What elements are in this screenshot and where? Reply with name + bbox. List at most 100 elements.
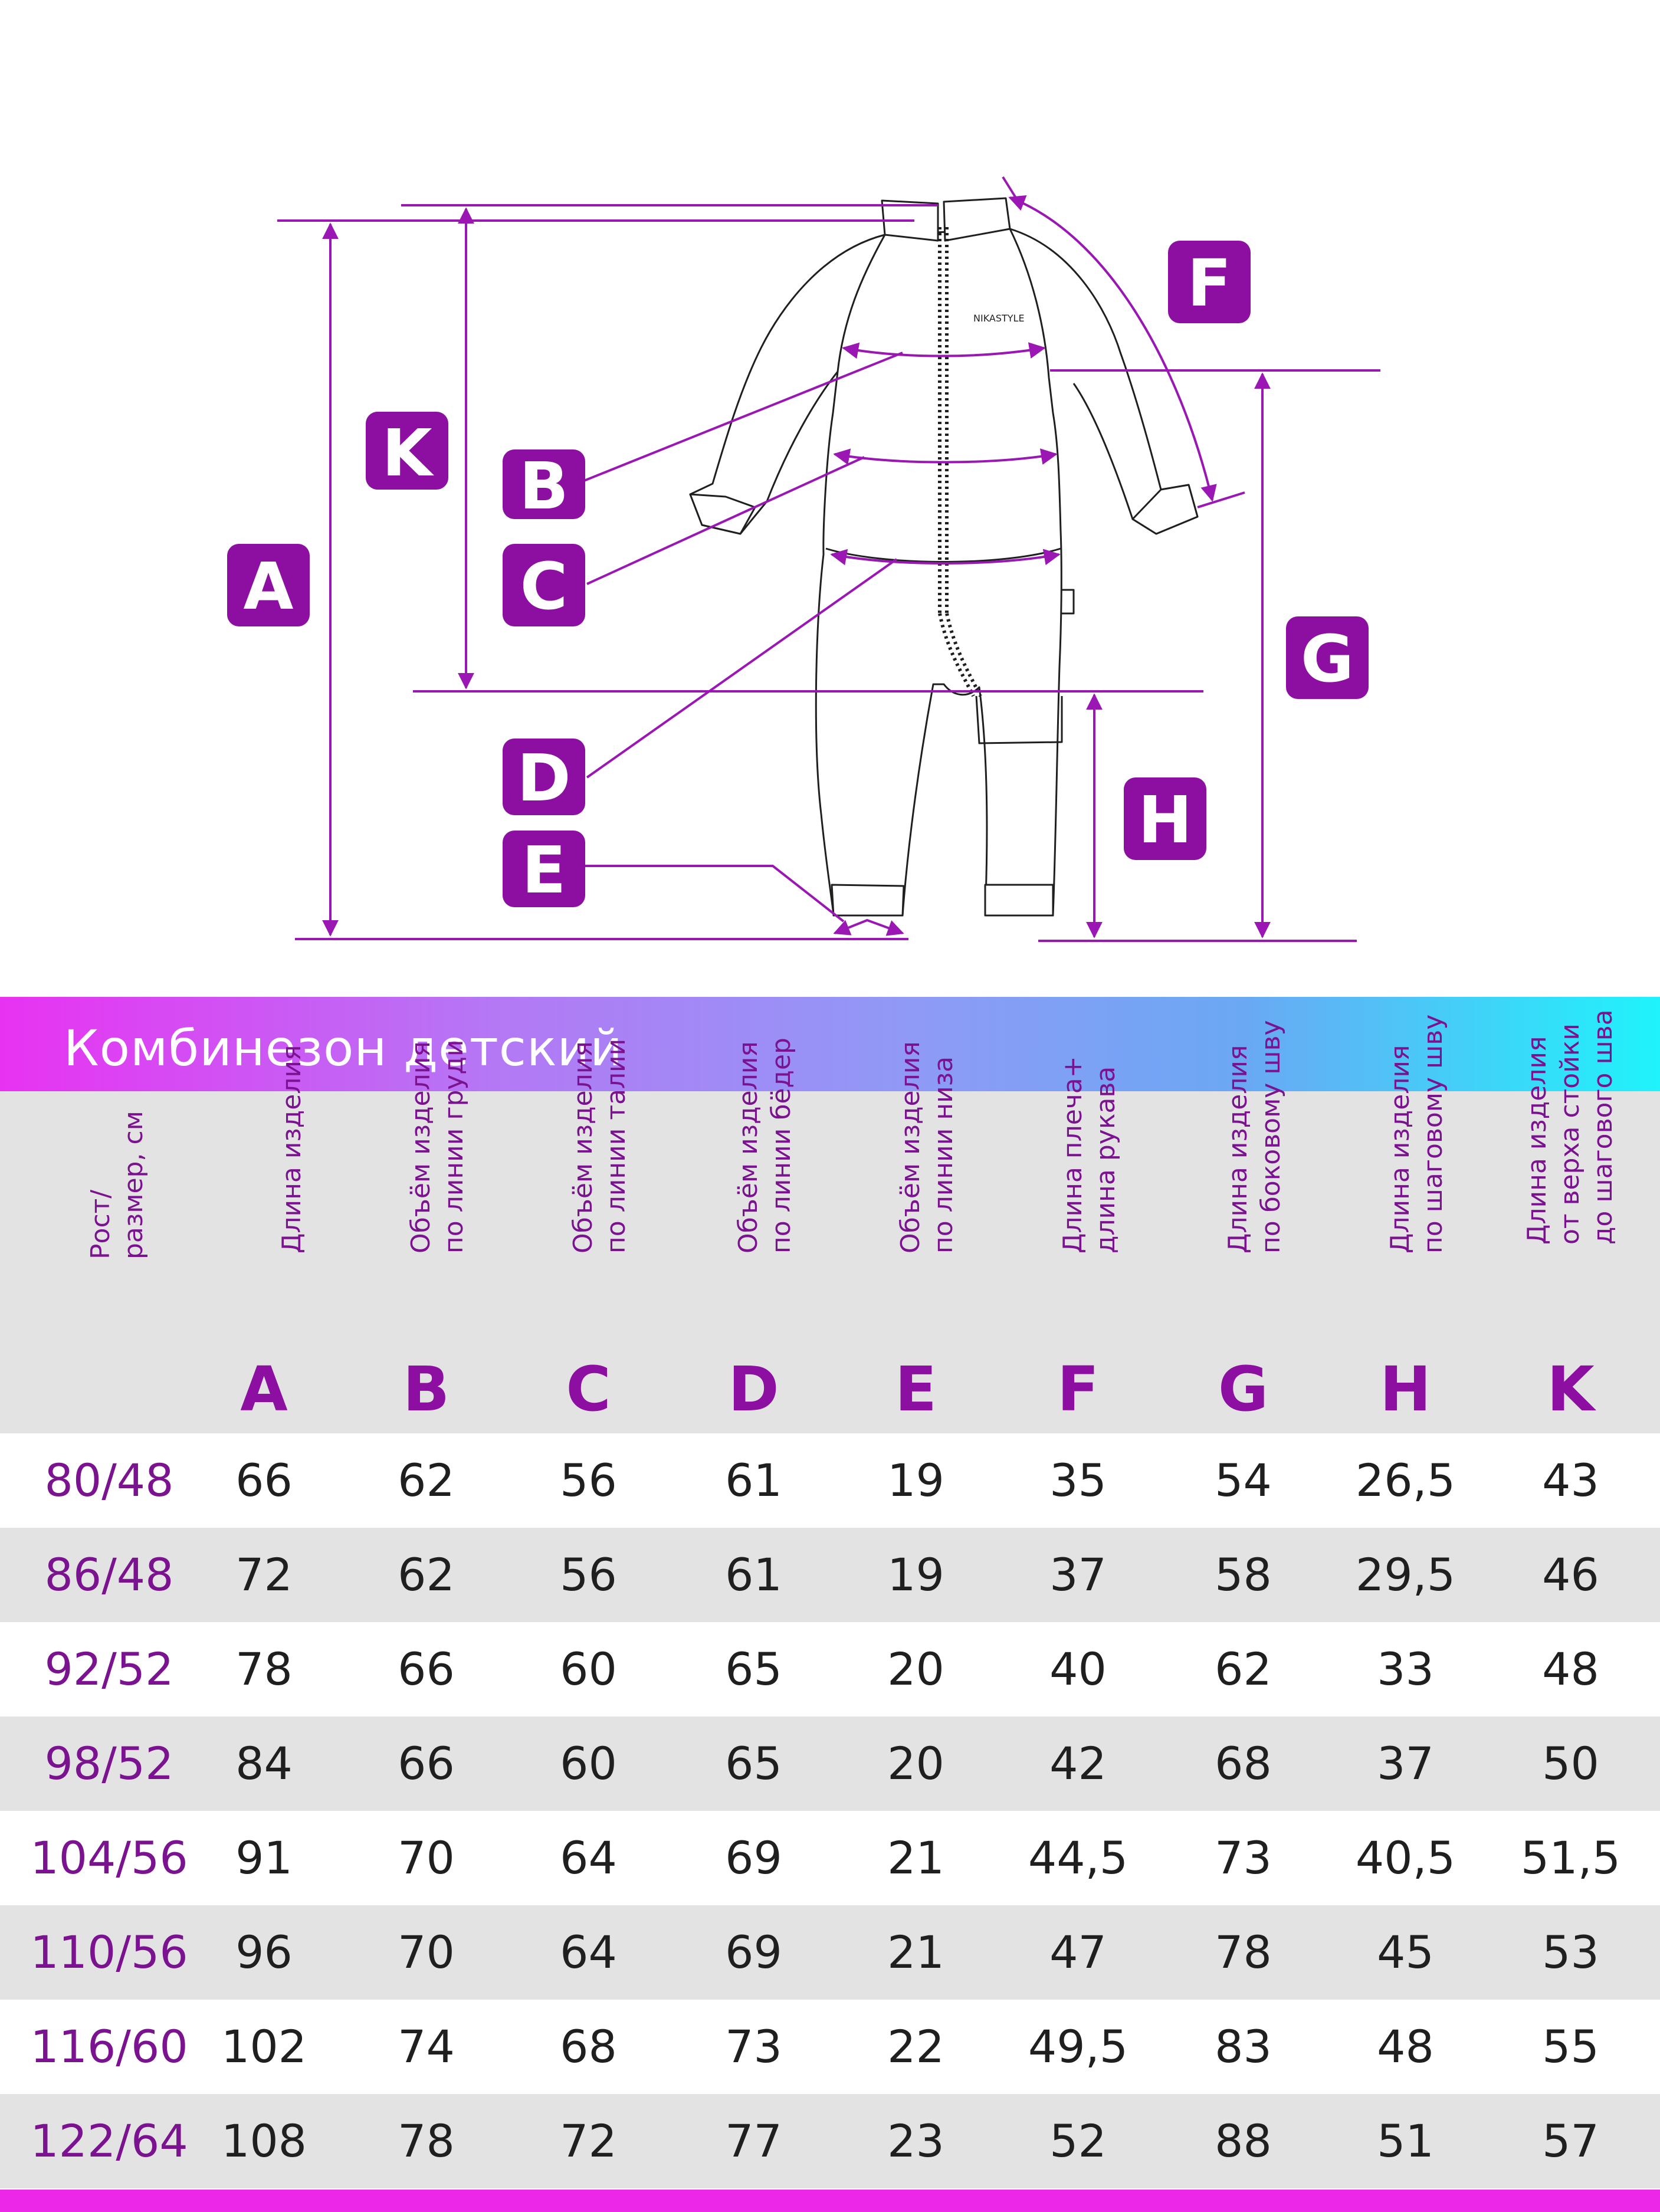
col-g-desc: Длина изделия по боковому шву	[1199, 1000, 1288, 1253]
size-cell: 110/56	[30, 1926, 188, 1978]
value-cell: 78	[1215, 1926, 1272, 1978]
value-cell: 20	[887, 1643, 944, 1695]
col-desc-line: Объём изделия	[895, 1041, 926, 1253]
value-cell: 46	[1542, 1548, 1599, 1601]
col-desc-line: длина рукава	[1090, 1066, 1121, 1253]
header-size: Рост/ размер, см	[0, 1091, 212, 1433]
value-cell: 62	[398, 1454, 455, 1507]
col-desc-line: по линии груди	[438, 1039, 469, 1253]
col-desc-line: Длина плеча+	[1057, 1056, 1088, 1253]
col-k-letter: K	[1547, 1353, 1595, 1425]
value-cell: 35	[1049, 1454, 1107, 1507]
header-col-k: Длина изделия от верха стойки до шаговог…	[1490, 1009, 1652, 1433]
value-cell: 54	[1215, 1454, 1272, 1507]
size-cell: 80/48	[44, 1454, 174, 1507]
jumpsuit-outline	[689, 197, 1199, 917]
size-header-line: Рост/	[86, 1189, 116, 1259]
value-cell: 56	[560, 1454, 617, 1507]
value-cell: 51,5	[1520, 1832, 1621, 1884]
value-cell: 23	[887, 2115, 944, 2167]
value-cell: 64	[560, 1832, 617, 1884]
label-d: D	[503, 739, 585, 816]
brand-mark: NIKASTYLE	[973, 313, 1025, 324]
col-desc-line: Объём изделия	[567, 1041, 598, 1253]
value-cell: 22	[887, 2020, 944, 2073]
value-cell: 48	[1377, 2020, 1434, 2073]
col-desc-line: Объём изделия	[733, 1041, 763, 1253]
size-cell: 104/56	[30, 1832, 188, 1884]
value-cell: 61	[725, 1454, 782, 1507]
col-d-letter: D	[728, 1353, 779, 1425]
header-col-h: Длина изделия по шаговому шву H	[1324, 1015, 1487, 1433]
zipper	[938, 227, 982, 697]
value-cell: 58	[1215, 1548, 1272, 1601]
size-header-line: размер, см	[119, 1111, 149, 1259]
value-cell: 78	[398, 2115, 455, 2167]
value-cell: 60	[560, 1643, 617, 1695]
value-cell: 84	[235, 1737, 293, 1790]
value-cell: 65	[725, 1737, 782, 1790]
value-cell: 62	[398, 1548, 455, 1601]
value-cell: 69	[725, 1926, 782, 1978]
header-col-f: Длина плеча+ длина рукава F	[997, 1056, 1159, 1433]
col-c-desc: Объём изделия по линии талии	[544, 1000, 633, 1253]
value-cell: 21	[887, 1926, 944, 1978]
value-cell: 61	[725, 1548, 782, 1601]
label-e: E	[503, 831, 585, 908]
label-h: H	[1124, 777, 1206, 860]
value-cell: 72	[560, 2115, 617, 2167]
value-cell: 68	[1215, 1737, 1272, 1790]
size-cell: 116/60	[30, 2020, 188, 2073]
value-cell: 40,5	[1355, 1832, 1456, 1884]
label-b-text: B	[519, 448, 569, 524]
label-e-text: E	[521, 832, 566, 908]
col-e-letter: E	[894, 1353, 937, 1425]
value-cell: 21	[887, 1832, 944, 1884]
value-cell: 83	[1215, 2020, 1272, 2073]
value-cell: 33	[1377, 1643, 1434, 1695]
col-g-letter: G	[1218, 1353, 1269, 1425]
value-cell: 52	[1049, 2115, 1107, 2167]
col-desc-line: по линии низа	[928, 1056, 959, 1253]
value-cell: 37	[1377, 1737, 1434, 1790]
label-f: F	[1168, 241, 1251, 323]
size-header-label: Рост/ размер, см	[62, 1006, 150, 1259]
label-d-text: D	[517, 740, 570, 816]
value-cell: 88	[1215, 2115, 1272, 2167]
col-desc-line: Длина изделия	[1385, 1045, 1415, 1253]
value-cell: 19	[887, 1454, 944, 1507]
measurement-diagram: NIKASTYLE A B C D E F G H K	[227, 176, 1380, 942]
value-cell: 68	[560, 2020, 617, 2073]
header-col-a: Длина изделия A	[183, 1045, 345, 1433]
header-col-g: Длина изделия по боковому шву G	[1162, 1020, 1324, 1433]
label-badges: A B C D E F G H K	[227, 241, 1369, 908]
value-cell: 49,5	[1028, 2020, 1128, 2073]
value-cell: 37	[1049, 1548, 1107, 1601]
value-cell: 77	[725, 2115, 782, 2167]
col-desc-line: по линии талии	[601, 1038, 631, 1253]
table-title: Комбинезон детский	[64, 1019, 623, 1077]
size-cell: 86/48	[44, 1548, 174, 1601]
col-b-desc: Объём изделия по линии груди	[382, 1000, 471, 1253]
col-desc-line: от верха стойки	[1554, 1023, 1585, 1245]
label-k: K	[366, 412, 448, 491]
col-k-desc: Длина изделия от верха стойки до шаговог…	[1522, 991, 1620, 1245]
value-cell: 74	[398, 2020, 455, 2073]
value-cell: 42	[1049, 1737, 1107, 1790]
value-cell: 45	[1377, 1926, 1434, 1978]
value-cell: 70	[398, 1926, 455, 1978]
label-g-text: G	[1301, 621, 1354, 697]
size-cell: 92/52	[44, 1643, 174, 1695]
title-banner: Комбинезон детский	[0, 997, 1660, 1091]
header-col-c: Объём изделия по линии талии C	[507, 1039, 670, 1433]
label-c: C	[503, 544, 585, 626]
value-cell: 57	[1542, 2115, 1599, 2167]
col-c-letter: C	[566, 1353, 611, 1425]
value-cell: 108	[221, 2115, 307, 2167]
label-c-text: C	[520, 549, 568, 624]
